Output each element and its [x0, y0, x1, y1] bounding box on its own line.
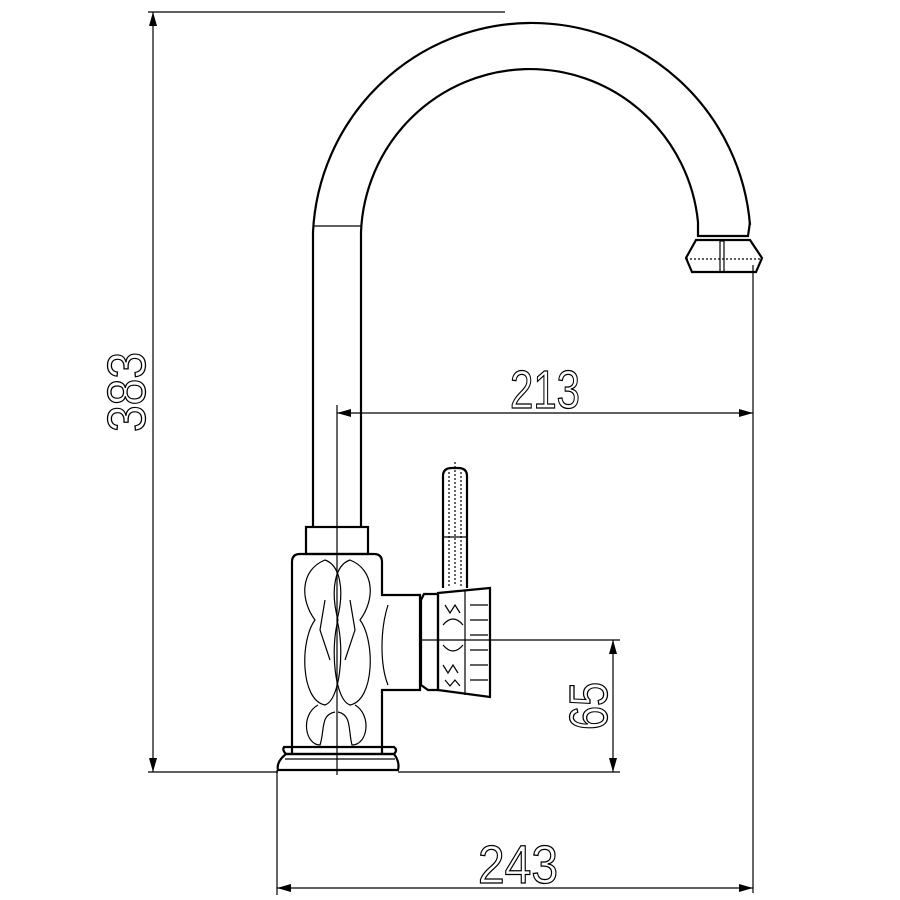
dimension-spout-reach-label: 213: [510, 360, 580, 420]
faucet-base: [276, 745, 400, 772]
dimension-width: 243: [276, 770, 753, 896]
aerator: [684, 221, 764, 274]
handle: [419, 462, 492, 699]
dimension-height: 383: [96, 11, 505, 773]
dimension-width-label: 243: [478, 835, 558, 895]
dimension-spout-reach: 213: [336, 265, 754, 893]
spout: [311, 21, 752, 527]
faucet-body: [290, 525, 422, 755]
dimension-height-label: 383: [97, 352, 157, 432]
dimension-handle-height-label: 65: [559, 682, 619, 730]
dimension-handle-height: 65: [398, 639, 620, 773]
